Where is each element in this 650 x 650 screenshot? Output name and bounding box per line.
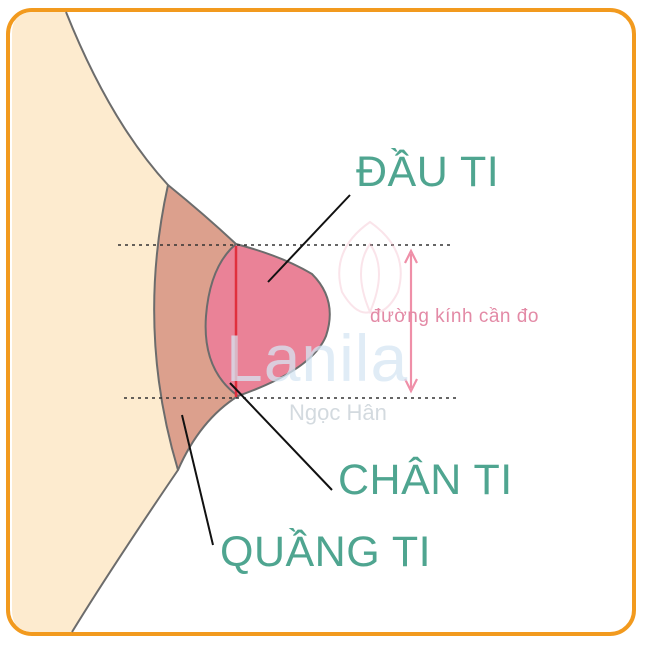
label-nipple-base: CHÂN TI <box>338 456 513 504</box>
watermark-name: Ngọc Hân <box>289 400 387 425</box>
watermark-flower-icon <box>338 220 402 315</box>
orange-rounded-frame <box>6 8 636 636</box>
watermark-brand: Lanila <box>226 321 409 395</box>
breast-outline <box>65 11 179 633</box>
nipple-leader-line <box>267 194 351 283</box>
areola-leader-line <box>181 414 214 546</box>
diameter-arrow-head-top <box>404 248 418 264</box>
breast-skin <box>12 12 178 632</box>
label-areola: QUẦNG TI <box>220 528 432 576</box>
diameter-arrow-head-bottom <box>404 378 418 394</box>
nipple-base-leader-line <box>229 382 333 491</box>
label-measure-diameter: đường kính cần đo <box>370 306 539 327</box>
label-nipple: ĐẦU TI <box>356 148 500 196</box>
